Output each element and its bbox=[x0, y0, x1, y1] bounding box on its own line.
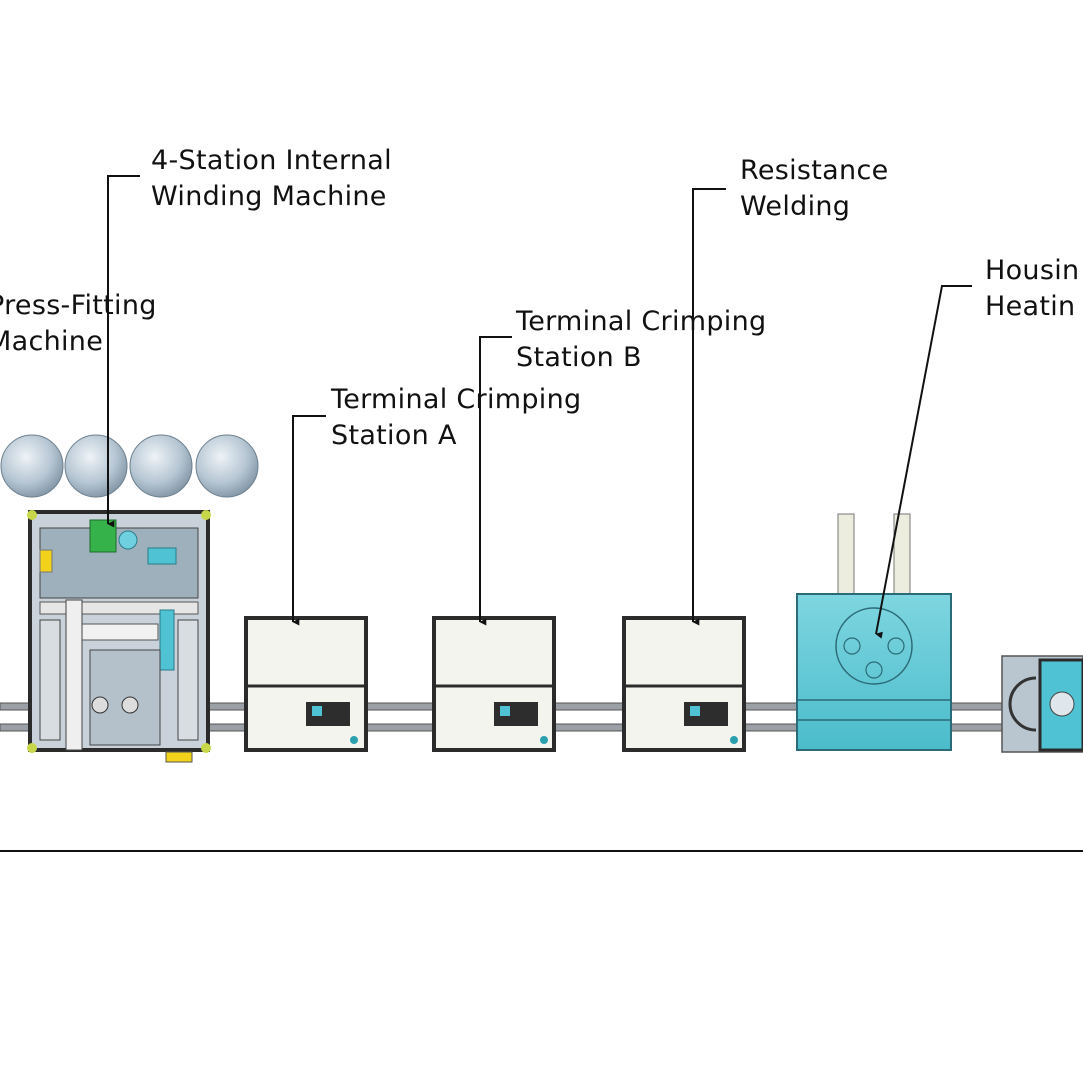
label-housing-line2: Heatin bbox=[985, 291, 1076, 322]
winding-machine-icon bbox=[27, 510, 211, 763]
label-resistance-line2: Welding bbox=[740, 191, 851, 222]
label-press-line1: Press-Fitting bbox=[0, 290, 157, 321]
label-crimping-b: Terminal Crimping Station B bbox=[516, 304, 766, 376]
crimping-station-icon bbox=[244, 616, 368, 752]
leader-resistance bbox=[692, 188, 726, 626]
leader-lines bbox=[107, 175, 972, 639]
label-housing-heating: Housin Heatin bbox=[985, 253, 1079, 325]
label-winding-line1: 4-Station Internal bbox=[151, 145, 392, 176]
spool-sphere-icon bbox=[64, 434, 128, 498]
label-crimping-a-line1: Terminal Crimping bbox=[331, 384, 582, 415]
label-crimping-b-line2: Station B bbox=[516, 342, 642, 373]
leader-housing bbox=[875, 285, 972, 639]
label-resistance-welding: Resistance Welding bbox=[740, 153, 889, 225]
label-resistance-line1: Resistance bbox=[740, 155, 889, 186]
label-crimping-a: Terminal Crimping Station A bbox=[331, 382, 581, 454]
spool-sphere-icon bbox=[0, 434, 64, 498]
label-crimping-a-line2: Station A bbox=[331, 420, 457, 451]
label-winding-line2: Winding Machine bbox=[151, 181, 387, 212]
spool-spheres bbox=[0, 434, 259, 498]
crimping-station-icon bbox=[622, 616, 746, 752]
label-press-fitting: Press-Fitting Machine bbox=[0, 288, 157, 360]
label-crimping-b-line1: Terminal Crimping bbox=[516, 306, 767, 337]
leader-crimping-a bbox=[292, 415, 326, 626]
heating-housing-icon bbox=[796, 513, 952, 751]
label-housing-line1: Housin bbox=[985, 255, 1080, 286]
welding-unit-icon bbox=[1001, 655, 1083, 753]
crimping-station-icon bbox=[432, 616, 556, 752]
spool-sphere-icon bbox=[195, 434, 259, 498]
spool-sphere-icon bbox=[129, 434, 193, 498]
label-winding-machine: 4-Station Internal Winding Machine bbox=[151, 143, 392, 215]
leader-crimping-b bbox=[479, 336, 512, 626]
label-press-line2: Machine bbox=[0, 326, 104, 357]
leader-winding bbox=[107, 175, 140, 528]
